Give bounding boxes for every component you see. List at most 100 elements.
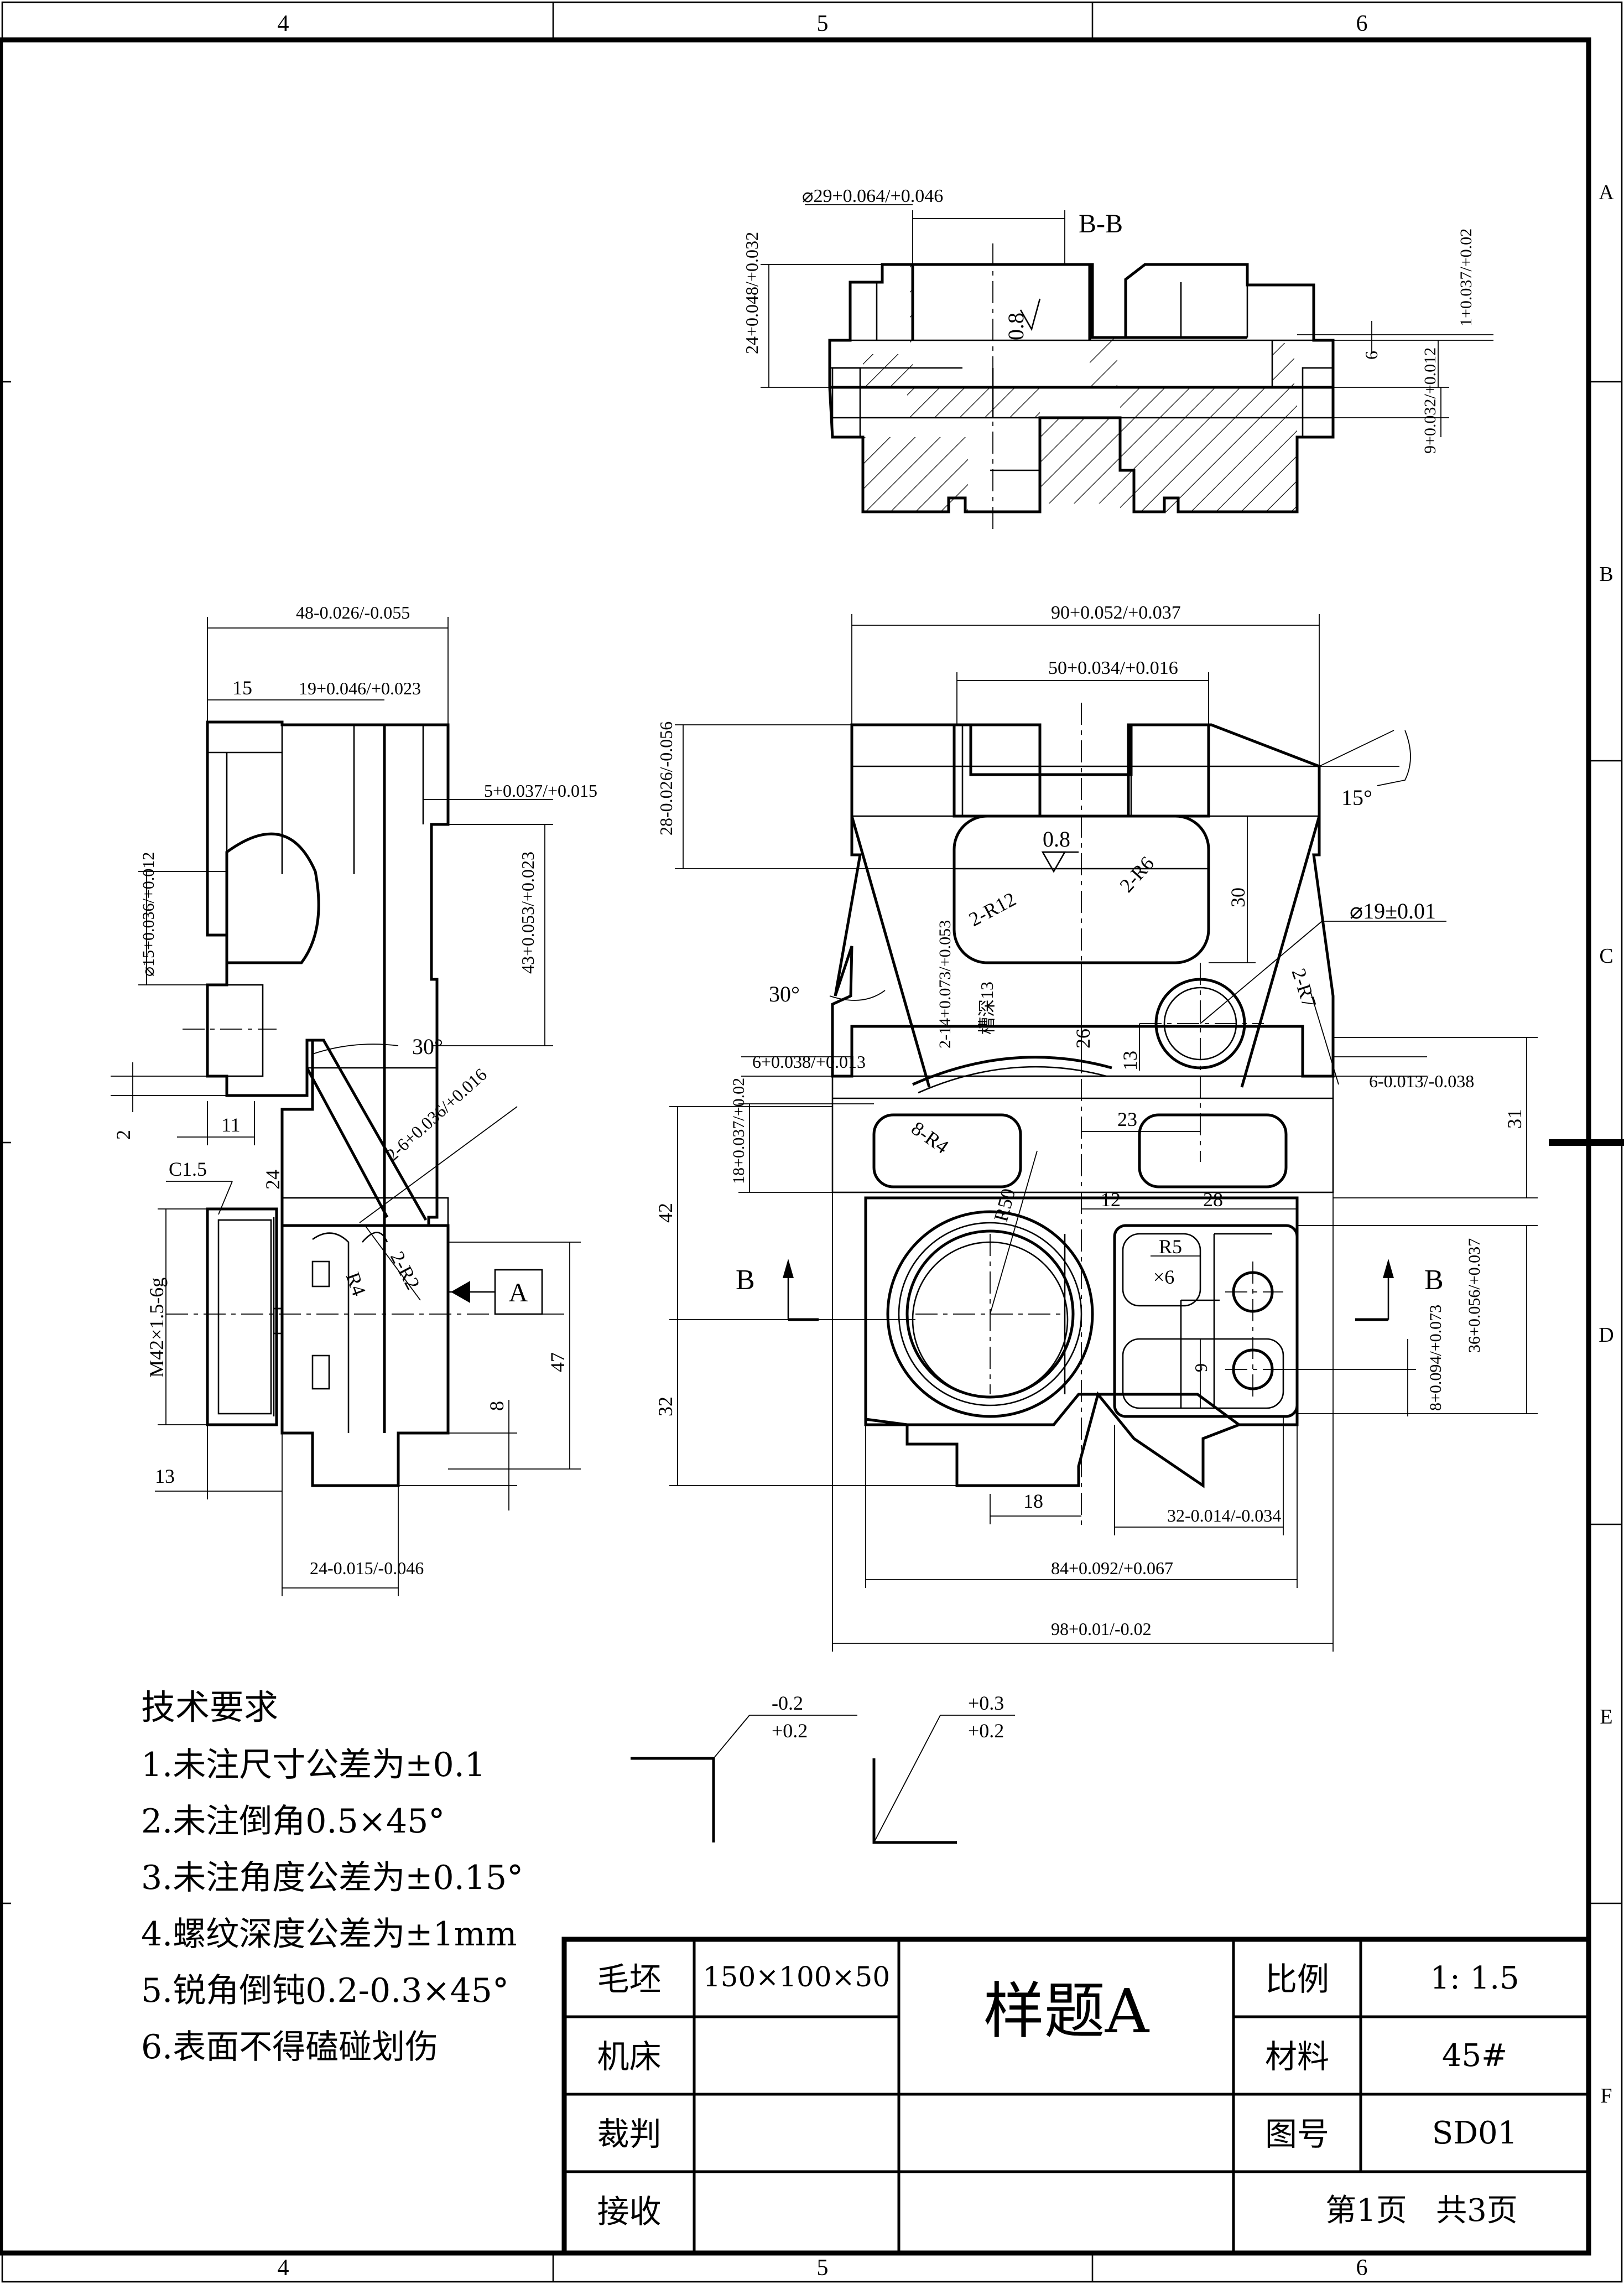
- tb-drawing-no-value: SD01: [1432, 2115, 1518, 2151]
- sv-datum-a: A: [509, 1278, 528, 1307]
- tb-machine-label: 机床: [597, 2038, 662, 2075]
- fv-w32: 32-0.014/-0.034: [1167, 1506, 1281, 1525]
- sv-w13: 13: [155, 1465, 175, 1487]
- fv-slot-depth: 槽深13: [977, 982, 997, 1035]
- fv-w98: 98+0.01/-0.02: [1051, 1619, 1152, 1639]
- tech-requirements-title: 技术要求: [141, 1687, 279, 1727]
- zone-col-4-top: 4: [278, 11, 289, 37]
- sv-h8: 8: [486, 1401, 508, 1411]
- bb-depth9-dim: 9+0.032/+0.012: [1421, 347, 1439, 454]
- fv-h28: 28-0.026/-0.056: [656, 721, 676, 835]
- fv-w90: 90+0.052/+0.037: [1051, 603, 1181, 623]
- sv-c15: C1.5: [169, 1158, 207, 1180]
- zone-col-4-bottom: 4: [278, 2255, 289, 2281]
- fv-h26: 26: [1072, 1029, 1094, 1048]
- fv-w23: 23: [1117, 1108, 1137, 1130]
- sv-w19: 19+0.046/+0.023: [299, 678, 421, 698]
- tech-item-2: 2.未注倒角0.5×45°: [141, 1802, 445, 1841]
- sv-a30: 30°: [412, 1034, 443, 1059]
- sv-h5: 5+0.037/+0.015: [484, 781, 597, 801]
- fv-h9: 9: [1191, 1363, 1211, 1372]
- fv-slot: 2-14+0.073/+0.053: [936, 920, 954, 1048]
- sv-d15: ⌀15+0.036/+0.012: [139, 852, 158, 977]
- zone-col-6-top: 6: [1356, 11, 1368, 37]
- fv-h31: 31: [1503, 1109, 1526, 1129]
- tb-title: 样题A: [983, 1976, 1149, 2047]
- tb-material-label: 材料: [1264, 2038, 1329, 2075]
- bb-step-dim: 1+0.037/+0.02: [1457, 229, 1475, 326]
- tb-scale-value: 1: 1.5: [1430, 1960, 1519, 1996]
- zone-col-6-bottom: 6: [1356, 2255, 1368, 2281]
- front-view: 90+0.052/+0.037 50+0.034/+0.016 28-0.026…: [654, 603, 1538, 1652]
- bb-roughness-label: 0.8: [1003, 313, 1028, 340]
- fv-a15: 15°: [1341, 785, 1372, 810]
- title-block-frame: [561, 1937, 1591, 2256]
- sv-h43: 43+0.053/+0.023: [518, 852, 538, 974]
- fv-w12: 12: [1101, 1188, 1121, 1211]
- zone-col-5-bottom: 5: [817, 2255, 829, 2281]
- sv-thread: M42×1.5-6g: [145, 1278, 168, 1378]
- fv-h13: 13: [1119, 1051, 1141, 1071]
- sv-h2: 2: [112, 1130, 134, 1140]
- zone-row-f: F: [1600, 2084, 1612, 2107]
- tech-item-4: 4.螺纹深度公差为±1mm: [141, 1915, 517, 1954]
- fv-h36: 36+0.056/+0.037: [1465, 1238, 1484, 1353]
- sv-h47: 47: [546, 1352, 569, 1372]
- fv-h32: 32: [654, 1397, 676, 1416]
- tb-drawing-no-label: 图号: [1264, 2115, 1329, 2153]
- tb-judge-label: 裁判: [597, 2115, 662, 2153]
- fv-a30: 30°: [769, 982, 800, 1006]
- fv-r8r4: 8-R4: [907, 1117, 952, 1158]
- sv-r4: R4: [341, 1269, 370, 1299]
- fv-r2r12: 2-R12: [965, 887, 1019, 931]
- fv-h6-left: 6+0.038/+0.013: [752, 1052, 866, 1072]
- angle-left-lower: +0.2: [772, 1720, 808, 1742]
- fv-section-b-left: B: [736, 1264, 755, 1296]
- bb-depth6-dim: 6: [1361, 351, 1381, 360]
- sv-w11: 11: [221, 1114, 241, 1136]
- angle-right-lower: +0.2: [968, 1720, 1004, 1742]
- zone-row-a: A: [1599, 181, 1614, 204]
- fv-r08: 0.8: [1043, 827, 1070, 852]
- zone-row-e: E: [1600, 1705, 1612, 1728]
- tb-total-pages: 共3页: [1436, 2193, 1518, 2229]
- tech-item-1: 1.未注尺寸公差为±0.1: [141, 1746, 486, 1784]
- angle-tolerance-symbols: -0.2 +0.2 +0.3 +0.2: [631, 1692, 1015, 1844]
- tb-blank-label: 毛坯: [597, 1960, 662, 1998]
- fv-w84: 84+0.092/+0.067: [1051, 1558, 1173, 1578]
- bb-section-title: B-B: [1079, 209, 1123, 238]
- sv-w24: 24-0.015/-0.046: [310, 1558, 424, 1578]
- side-view: 48-0.026/-0.055 15 19+0.046/+0.023 5+0.0…: [111, 603, 597, 1596]
- sv-w48: 48-0.026/-0.055: [296, 603, 410, 622]
- sv-h24: 24: [262, 1170, 284, 1190]
- fv-section-b-right: B: [1424, 1264, 1444, 1296]
- fv-w50: 50+0.034/+0.016: [1048, 658, 1178, 678]
- tb-blank-value: 150×100×50: [702, 1961, 891, 1993]
- fv-r2r7: 2-R7: [1287, 965, 1320, 1010]
- tb-accept-label: 接收: [597, 2193, 662, 2230]
- tb-page: 第1页: [1325, 2193, 1407, 2229]
- fv-r2r6: 2-R6: [1115, 852, 1158, 896]
- bb-height-dim: 24+0.048/+0.032: [742, 232, 762, 354]
- zone-row-d: D: [1599, 1323, 1613, 1347]
- fv-w18: 18: [1023, 1490, 1043, 1512]
- fv-h8: 8+0.094/+0.073: [1427, 1305, 1445, 1411]
- section-view-bb: 0.8 ⌀29+0.064/+0.046 B-B 24+0.048/+0.032…: [742, 186, 1493, 531]
- fv-h42: 42: [654, 1203, 676, 1223]
- fv-h6-right: 6-0.013/-0.038: [1369, 1071, 1474, 1091]
- zone-row-b: B: [1599, 563, 1613, 586]
- tb-scale-label: 比例: [1264, 1960, 1329, 1998]
- tb-material-value: 45#: [1441, 2038, 1508, 2074]
- fv-d19: ⌀19±0.01: [1350, 899, 1436, 923]
- bb-bore-dim: ⌀29+0.064/+0.046: [802, 186, 943, 206]
- sv-r2r2: 2-R2: [386, 1248, 424, 1293]
- fv-h18: 18+0.037/+0.02: [730, 1078, 748, 1184]
- tech-item-3: 3.未注角度公差为±0.15°: [141, 1859, 524, 1897]
- fv-x6: ×6: [1153, 1266, 1174, 1288]
- fv-w28: 28: [1203, 1188, 1223, 1211]
- tech-item-5: 5.锐角倒钝0.2-0.3×45°: [141, 1971, 509, 2010]
- tech-item-6: 6.表面不得磕碰划伤: [141, 2028, 439, 2067]
- zone-col-5-top: 5: [817, 11, 829, 37]
- angle-right-upper: +0.3: [968, 1692, 1004, 1714]
